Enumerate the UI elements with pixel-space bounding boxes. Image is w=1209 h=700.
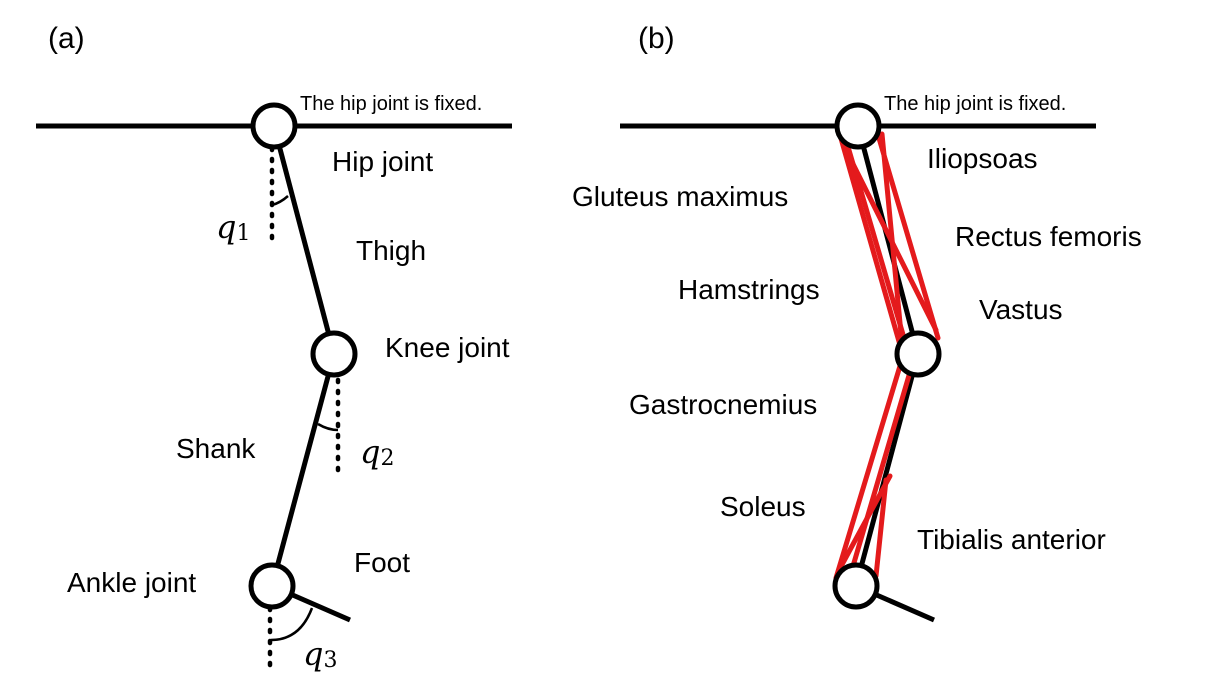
- shank-segment-b: [853, 353, 921, 587]
- knee-joint-circle-b: [894, 330, 942, 378]
- soleus-muscle: [843, 369, 913, 593]
- hip-joint-label: Hip joint: [332, 146, 433, 177]
- tibialis-anterior-muscle-b: [873, 477, 889, 579]
- shank-label: Shank: [176, 433, 256, 464]
- q2-angle-arc: [317, 422, 339, 432]
- thigh-label: Thigh: [356, 235, 426, 266]
- hip-joint-circle-b: [834, 102, 882, 150]
- rectus-femoris-label: Rectus femoris: [955, 221, 1142, 252]
- q1-angle-label: q1: [216, 208, 250, 246]
- panel-a-tag: (a): [48, 22, 85, 55]
- thigh-segment-b: [855, 125, 921, 355]
- knee-joint-label: Knee joint: [385, 332, 510, 363]
- q2-angle-label: q2: [360, 433, 394, 471]
- hamstrings-label: Hamstrings: [678, 274, 820, 305]
- tibialis-anterior-muscle-a: [835, 473, 893, 575]
- ankle-joint-circle: [248, 562, 296, 610]
- gluteus-maximus-label: Gluteus maximus: [572, 181, 788, 212]
- gluteus-maximus-muscle: [835, 125, 905, 355]
- hip-fixed-note: The hip joint is fixed.: [300, 93, 482, 115]
- iliopsoas-label: Iliopsoas: [927, 143, 1038, 174]
- knee-joint-circle: [310, 330, 358, 378]
- shank-segment: [269, 353, 337, 587]
- vastus-label: Vastus: [979, 294, 1063, 325]
- q3-angle-label: q3: [303, 635, 337, 673]
- q3-angle-arc: [270, 607, 314, 642]
- panel-b-tag: (b): [638, 22, 675, 55]
- thigh-segment: [271, 125, 337, 355]
- hip-joint-circle: [250, 102, 298, 150]
- foot-label: Foot: [354, 547, 410, 578]
- ankle-joint-label: Ankle joint: [67, 567, 196, 598]
- ankle-joint-circle-b: [832, 562, 880, 610]
- soleus-label: Soleus: [720, 491, 806, 522]
- gastrocnemius-label: Gastrocnemius: [629, 389, 817, 420]
- q1-angle-arc: [271, 195, 289, 207]
- panel-b: (b) The hip joint is fixed. Iliopsoas Gl…: [572, 22, 1142, 623]
- tibialis-anterior-label: Tibialis anterior: [917, 524, 1106, 555]
- gastrocnemius-muscle: [833, 363, 903, 581]
- panel-a: (a) The hip joint is fixed. Hip joint Th…: [36, 22, 512, 673]
- vastus-muscle: [879, 131, 905, 347]
- hip-fixed-note-b: The hip joint is fixed.: [884, 93, 1066, 115]
